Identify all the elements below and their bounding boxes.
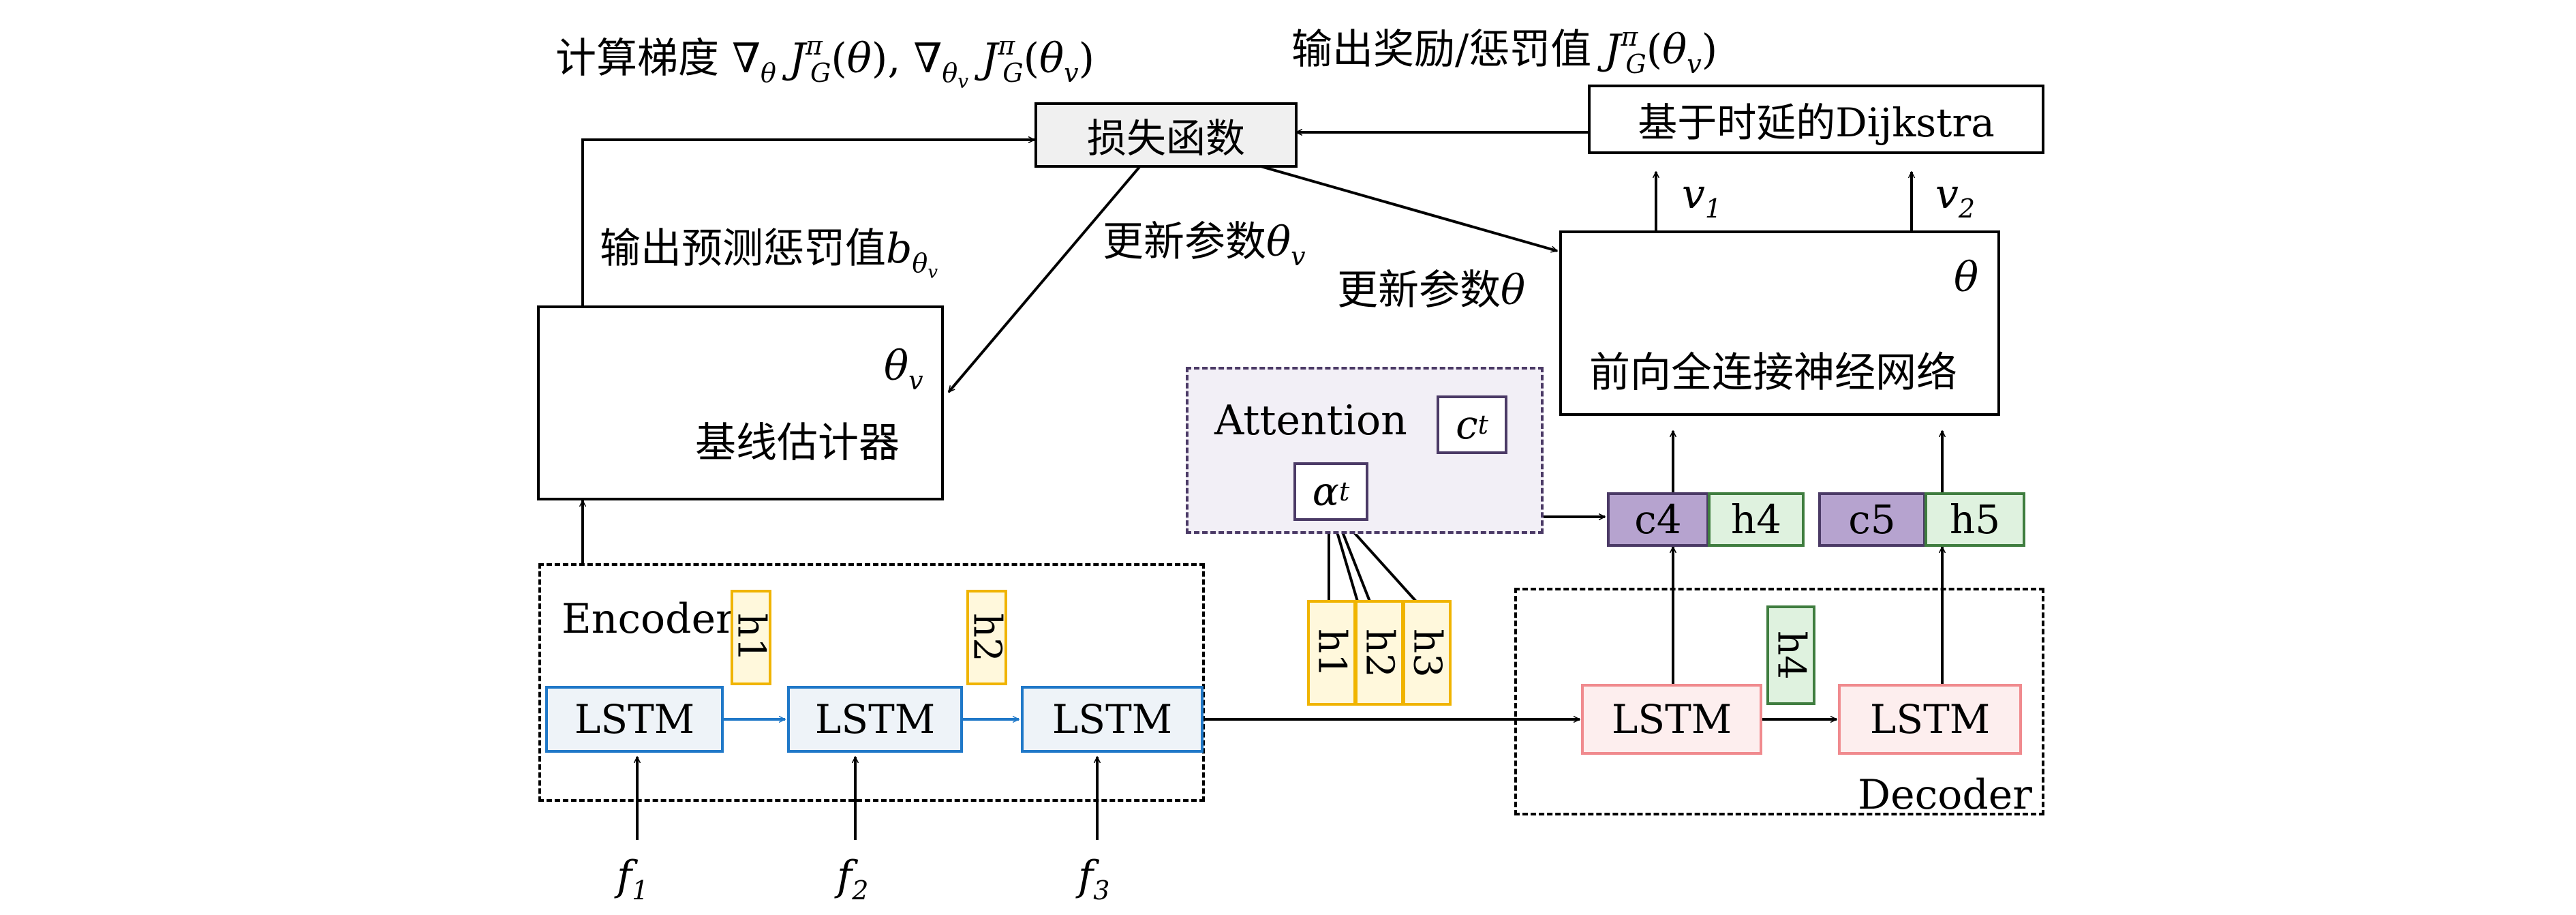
encoder-hidden-h1: h1 <box>729 590 773 685</box>
compute-gradient-label: 计算梯度 ∇θ JπG(θ), ∇θv JπG(θv) <box>555 31 1094 93</box>
encoder-lstm-1: LSTM <box>545 686 724 753</box>
output-reward-label: 输出奖励/惩罚值 JπG(θv) <box>1291 22 1718 79</box>
input-f1: f1 <box>617 856 648 903</box>
fc-param-label: θ <box>1954 257 1978 298</box>
loss-function-label: 损失函数 <box>1086 115 1245 162</box>
alpha-symbol: α <box>1312 468 1339 515</box>
baseline-estimator-box: θv 基线估计器 <box>537 305 944 500</box>
baseline-estimator-label: 基线估计器 <box>695 419 900 467</box>
concat-h4: h4 <box>1708 492 1805 547</box>
attention-input-h2: h2 <box>1355 600 1404 706</box>
concat-c4: c4 <box>1607 492 1709 547</box>
baseline-to-loss-arrow <box>581 140 1034 305</box>
input-f2: f2 <box>837 856 868 903</box>
context-subscript: t <box>1477 410 1488 440</box>
v2-label: v2 <box>1935 174 1975 222</box>
v1-symbol: v <box>1682 170 1705 218</box>
encoder-region: Encoder <box>538 563 1205 802</box>
baseline-param-symbol: θ <box>884 342 909 390</box>
encoder-lstm-3: LSTM <box>1021 686 1203 753</box>
input-f1-subscript: 1 <box>632 875 649 905</box>
output-reward-text: 输出奖励/惩罚值 <box>1291 26 1592 74</box>
encoder-title: Encoder <box>562 595 735 643</box>
fc-network-box: θ 前向全连接神经网络 <box>1559 230 2000 416</box>
encoder-lstm-2: LSTM <box>787 686 963 753</box>
concat-h5: h5 <box>1925 492 2025 547</box>
decoder-hidden-h4: h4 <box>1766 605 1815 705</box>
v2-subscript: 2 <box>1958 194 1976 224</box>
baseline-param-label: θv <box>884 346 923 393</box>
attention-input-h1: h1 <box>1307 600 1356 706</box>
loss-to-baseline-arrow <box>947 166 1141 393</box>
loss-to-fc-arrow <box>1260 165 1557 251</box>
fc-param-symbol: θ <box>1954 254 1979 301</box>
encoder-hidden-h2: h2 <box>965 590 1009 685</box>
update-theta-v-text: 更新参数 <box>1103 218 1266 266</box>
update-theta-text: 更新参数 <box>1337 267 1501 314</box>
context-symbol: c <box>1456 402 1478 448</box>
input-f1-symbol: f <box>617 852 632 900</box>
decoder-lstm-2: LSTM <box>1838 684 2022 755</box>
baseline-param-subscript: v <box>908 365 923 395</box>
compute-gradient-text: 计算梯度 <box>555 35 719 82</box>
baseline-prediction-text: 输出预测惩罚值 <box>600 225 886 273</box>
decoder-lstm-1: LSTM <box>1581 684 1762 755</box>
input-f2-symbol: f <box>837 852 853 900</box>
v2-symbol: v <box>1935 170 1959 218</box>
concat-c5: c5 <box>1818 492 1926 547</box>
attention-title: Attention <box>1214 397 1407 445</box>
dijkstra-label: 基于时延的Dijkstra <box>1638 100 1995 146</box>
baseline-prediction-label: 输出预测惩罚值bθv <box>600 225 938 283</box>
input-f3-subscript: 3 <box>1093 875 1110 905</box>
fc-network-label: 前向全连接神经网络 <box>1589 349 1957 397</box>
input-f2-subscript: 2 <box>852 875 869 905</box>
update-theta-label: 更新参数θ <box>1337 267 1526 314</box>
attention-input-h3: h3 <box>1402 600 1452 706</box>
v1-subscript: 1 <box>1704 194 1722 224</box>
alpha-subscript: t <box>1338 477 1350 507</box>
loss-function-box: 损失函数 <box>1034 102 1298 168</box>
input-f3-symbol: f <box>1078 852 1094 900</box>
input-f3: f3 <box>1078 856 1109 903</box>
update-theta-v-label: 更新参数θv <box>1103 218 1306 271</box>
decoder-title: Decoder <box>1858 771 2032 819</box>
dijkstra-box: 基于时延的Dijkstra <box>1588 85 2044 154</box>
v1-label: v1 <box>1682 174 1721 222</box>
decoder-region: Decoder <box>1514 588 2044 815</box>
